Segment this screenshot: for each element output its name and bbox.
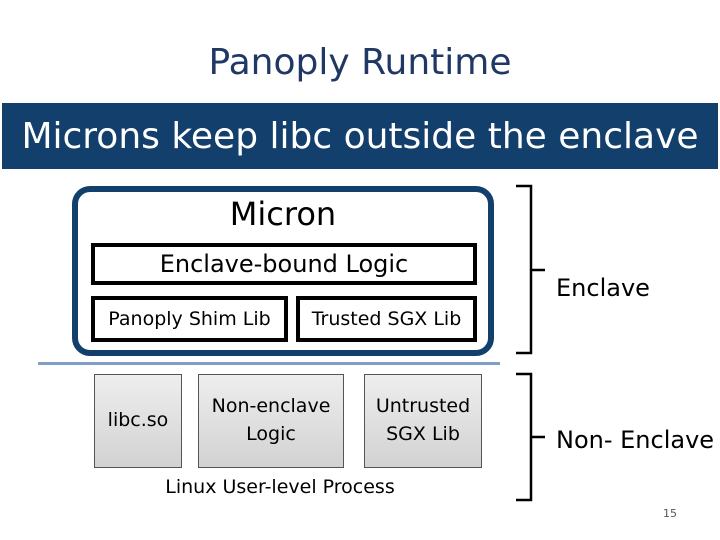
micron-label: Micron xyxy=(229,195,337,233)
nonenclave-logic-box: Non-enclave Logic xyxy=(198,374,344,468)
slide-title: Panoply Runtime xyxy=(208,42,512,83)
nonenclave-logic-label-line2: Logic xyxy=(246,423,296,445)
shim-lib-box: Panoply Shim Lib xyxy=(91,296,288,342)
shim-lib-label: Panoply Shim Lib xyxy=(108,308,271,330)
trusted-sgx-lib-box: Trusted SGX Lib xyxy=(296,296,477,342)
enclave-logic-box: Enclave-bound Logic xyxy=(91,243,477,285)
nonenclave-side-label: Non- Enclave xyxy=(556,426,715,454)
nonenclave-bracket xyxy=(516,372,545,502)
process-label: Linux User-level Process xyxy=(165,476,395,498)
untrusted-sgx-label-line1: Untrusted xyxy=(375,395,471,418)
untrusted-sgx-label-line2: SGX Lib xyxy=(386,423,460,445)
page-number: 15 xyxy=(663,507,677,520)
enclave-boundary-line xyxy=(38,362,500,365)
enclave-bracket xyxy=(516,184,545,355)
slide-banner: Microns keep libc outside the enclave xyxy=(2,103,718,169)
enclave-logic-label: Enclave-bound Logic xyxy=(159,250,409,278)
nonenclave-logic-label-line1: Non-enclave xyxy=(211,395,331,418)
trusted-sgx-lib-label: Trusted SGX Lib xyxy=(311,308,462,330)
libc-box: libc.so xyxy=(94,374,182,468)
untrusted-sgx-lib-box: Untrusted SGX Lib xyxy=(364,374,482,468)
enclave-side-label: Enclave xyxy=(556,274,650,302)
libc-label: libc.so xyxy=(107,409,169,432)
